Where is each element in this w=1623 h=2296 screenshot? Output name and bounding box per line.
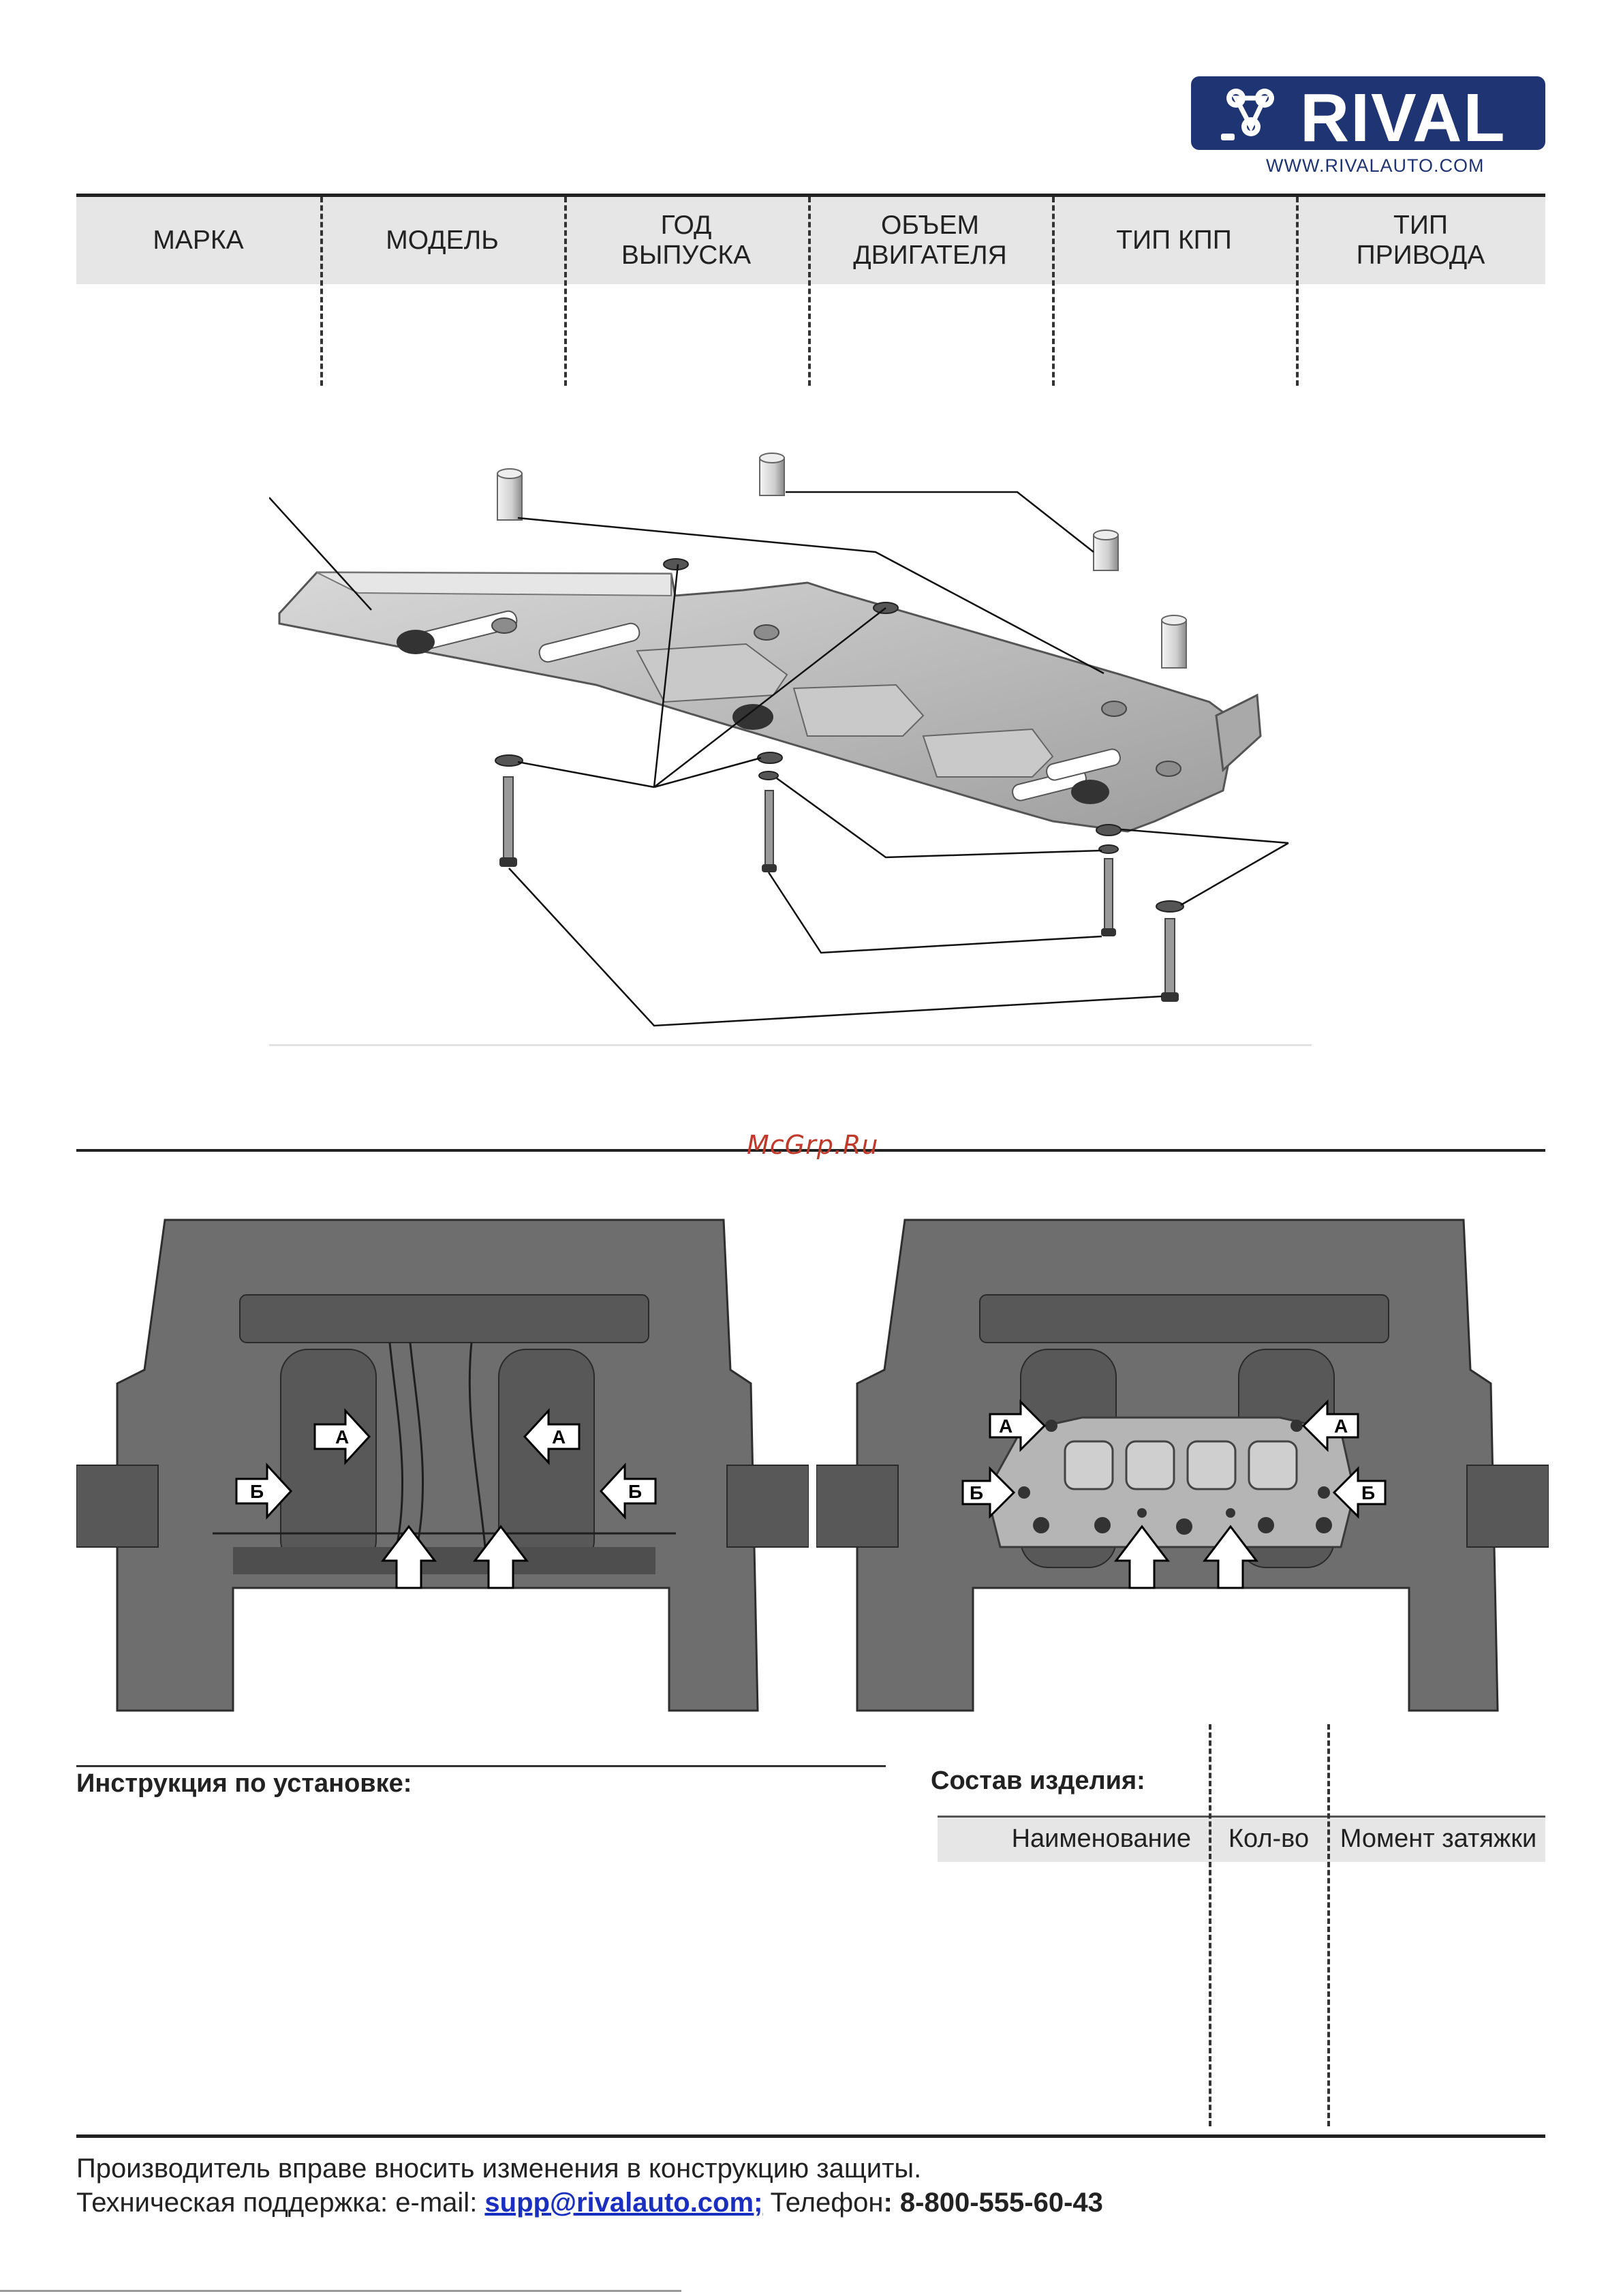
label-a-right: А <box>552 1426 566 1448</box>
bolts <box>499 776 1179 1002</box>
phone-label: Телефон <box>762 2188 884 2218</box>
callout-arrow-up <box>472 1525 529 1589</box>
composition-header-rule <box>938 1816 1545 1818</box>
callout-arrow-a-left <box>989 1399 1047 1452</box>
column-divider <box>1327 1724 1330 2126</box>
brand-url[interactable]: WWW.RIVALAUTO.COM <box>1266 155 1485 176</box>
footer-rule <box>76 2134 1545 2138</box>
column-divider <box>1296 197 1299 386</box>
spacer-bushings <box>497 453 1187 669</box>
page-bottom-rule <box>0 2290 681 2292</box>
instructions-rule <box>76 1765 886 1767</box>
header-model: МОДЕЛЬ <box>320 197 564 284</box>
logo-text: RIVAL <box>1300 80 1506 156</box>
column-divider <box>320 197 323 386</box>
header-engine: ОБЪЕМ ДВИГАТЕЛЯ <box>808 197 1052 284</box>
section-divider <box>76 1149 1545 1152</box>
label-a-left: А <box>999 1415 1013 1437</box>
label-a-left: А <box>335 1426 349 1448</box>
support-phone: : 8-800-555-60-43 <box>883 2188 1103 2218</box>
label-b-left: Б <box>970 1482 983 1503</box>
header-gearbox-text: ТИП КПП <box>1116 226 1232 255</box>
installed-skid-plate <box>985 1416 1356 1548</box>
callout-arrow-b-left <box>235 1463 293 1520</box>
header-year-line1: ГОД <box>660 211 712 240</box>
support-label: Техническая поддержка: e-mail: <box>76 2188 485 2218</box>
header-model-text: МОДЕЛЬ <box>386 226 499 255</box>
spacer <box>1161 615 1187 669</box>
spacer <box>759 453 785 496</box>
table-top-rule <box>76 194 1545 197</box>
leader-lines <box>269 491 1289 1027</box>
label-b-left: Б <box>250 1481 264 1502</box>
header-year-line2: ВЫПУСКА <box>621 241 752 270</box>
support-email-suffix: ; <box>754 2188 763 2218</box>
column-divider <box>808 197 811 386</box>
column-torque: Момент затяжки <box>1331 1816 1545 1862</box>
header-gearbox: ТИП КПП <box>1052 197 1296 284</box>
header-year: ГОД ВЫПУСКА <box>564 197 808 284</box>
header-drive-line2: ПРИВОДА <box>1356 241 1485 270</box>
callout-arrow-a-left <box>313 1408 371 1465</box>
callout-arrow-a-right <box>1301 1399 1359 1452</box>
column-name-text: Наименование <box>1011 1824 1191 1853</box>
callout-arrow-up <box>1202 1525 1259 1589</box>
footer-disclaimer: Производитель вправе вносить изменения в… <box>76 2154 922 2184</box>
footer-support: Техническая поддержка: e-mail: supp@riva… <box>76 2188 1103 2218</box>
spacer <box>497 468 523 521</box>
washers <box>495 558 1184 913</box>
label-b-right: Б <box>628 1481 642 1502</box>
column-qty-text: Кол-во <box>1228 1824 1310 1853</box>
composition-title: Состав изделия: <box>931 1766 1145 1795</box>
column-divider <box>1209 1724 1211 2126</box>
skid-plate <box>278 571 1262 833</box>
vehicle-spec-table: МАРКА МОДЕЛЬ ГОД ВЫПУСКА ОБЪЕМ ДВИГАТЕЛЯ… <box>76 194 1545 386</box>
exploded-assembly-diagram <box>269 453 1312 1046</box>
chassis-photo-after: А А Б Б <box>816 1206 1549 1717</box>
column-name: Наименование <box>938 1816 1192 1862</box>
column-torque-text: Момент затяжки <box>1340 1824 1537 1853</box>
spacer <box>1093 530 1119 571</box>
watermark: McGrp.Ru <box>747 1130 879 1160</box>
callout-arrow-b-right <box>599 1463 657 1520</box>
callout-arrow-a-right <box>523 1408 581 1465</box>
diagram-baseline <box>269 1044 1312 1046</box>
header-drive: ТИП ПРИВОДА <box>1296 197 1545 284</box>
callout-arrow-up <box>380 1525 437 1589</box>
column-qty: Кол-во <box>1210 1816 1327 1862</box>
header-brand-text: МАРКА <box>153 226 244 255</box>
composition-header-band <box>938 1816 1545 1862</box>
support-email-link[interactable]: supp@rivalauto.com <box>484 2188 754 2218</box>
chassis-photo-before: А А Б Б <box>76 1206 809 1717</box>
logo-emblem-icon <box>1221 89 1274 140</box>
header-drive-line1: ТИП <box>1393 211 1448 240</box>
column-divider <box>1052 197 1055 386</box>
label-a-right: А <box>1334 1415 1348 1437</box>
header-engine-line1: ОБЪЕМ <box>880 211 979 240</box>
column-divider <box>564 197 567 386</box>
callout-arrow-b-left <box>961 1466 1016 1519</box>
instructions-title: Инструкция по установке: <box>76 1769 412 1798</box>
header-engine-line2: ДВИГАТЕЛЯ <box>853 241 1007 270</box>
rival-logo: RIVAL <box>1191 76 1545 156</box>
callout-arrow-b-right <box>1332 1466 1387 1519</box>
label-b-right: Б <box>1361 1482 1375 1503</box>
header-brand: МАРКА <box>76 197 320 284</box>
callout-arrow-up <box>1113 1525 1171 1589</box>
